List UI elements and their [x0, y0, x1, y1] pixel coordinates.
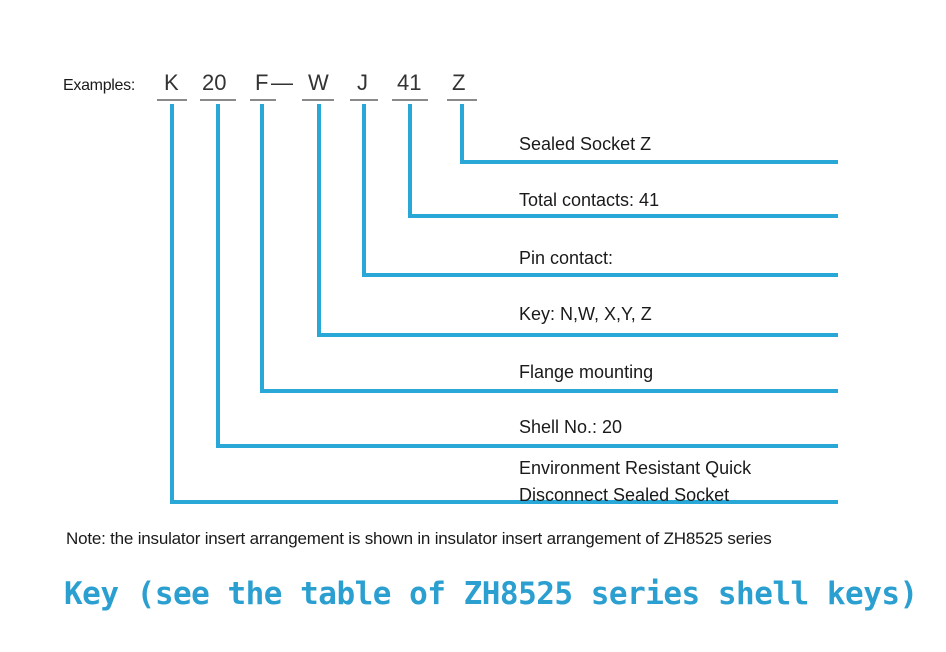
connector-horizontal-k [170, 500, 838, 504]
note-text: Note: the insulator insert arrangement i… [66, 529, 772, 548]
connector-horizontal-count [408, 214, 838, 218]
key-title: Key (see the table of ZH8525 series shel… [64, 576, 918, 612]
code-flange: F [255, 70, 269, 95]
desc-env-line2: Disconnect Sealed Socket [519, 485, 730, 505]
underline-contact [350, 99, 378, 101]
code-sealed: Z [452, 70, 466, 95]
desc-total-contacts: Total contacts: 41 [519, 190, 660, 210]
code-shell: 20 [202, 70, 227, 95]
code-k: K [164, 70, 179, 95]
connector-horizontal-key [317, 333, 838, 337]
connector-vertical-shell [216, 104, 220, 448]
connector-vertical-sealed [460, 104, 464, 162]
desc-shell-no: Shell No.: 20 [519, 417, 623, 437]
underline-k [157, 99, 187, 101]
connector-horizontal-contact [362, 273, 838, 277]
connector-vertical-k [170, 104, 174, 504]
underline-key [302, 99, 334, 101]
desc-flange-mounting: Flange mounting [519, 362, 654, 382]
desc-pin-contact: Pin contact: [519, 248, 614, 268]
connector-horizontal-shell [216, 444, 838, 448]
underline-flange [250, 99, 276, 101]
desc-env-line1: Environment Resistant Quick [519, 458, 752, 478]
connector-horizontal-sealed [460, 160, 838, 164]
examples-label: Examples: [63, 77, 135, 94]
underline-shell [200, 99, 236, 101]
code-key: W [308, 70, 329, 95]
code-contact: J [357, 70, 368, 95]
code-count: 41 [397, 70, 422, 95]
underline-sealed [447, 99, 477, 101]
connector-horizontal-flange [260, 389, 838, 393]
desc-key: Key: N,W, X,Y, Z [519, 304, 652, 324]
connector-vertical-key [317, 104, 321, 337]
underline-count [392, 99, 428, 101]
connector-vertical-count [408, 104, 412, 218]
connector-vertical-contact [362, 104, 366, 277]
connector-vertical-flange [260, 104, 264, 393]
desc-sealed-socket: Sealed Socket Z [519, 134, 652, 154]
code-dash: — [271, 70, 293, 95]
